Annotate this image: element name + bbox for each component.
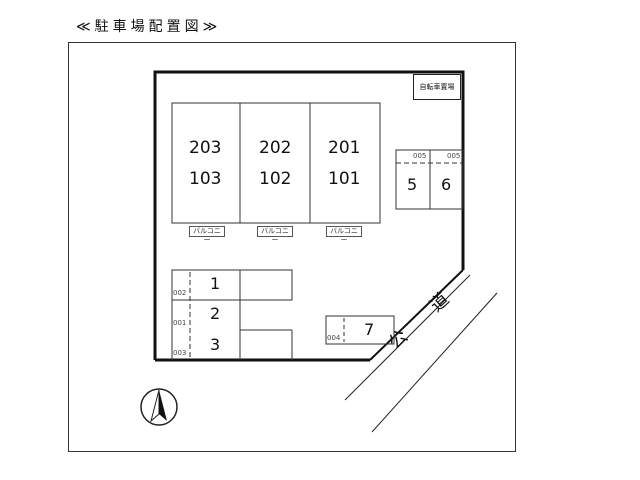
- parking-number: 5: [407, 175, 418, 194]
- unit-upper: 203: [189, 138, 222, 158]
- parking-number: 2: [210, 304, 221, 323]
- balcony-label: バルコニー: [257, 226, 293, 244]
- north-arrow-icon: [140, 388, 178, 426]
- bicycle-parking: 自転車置場: [413, 74, 461, 100]
- parking-code: 001: [173, 319, 187, 327]
- unit-lower: 103: [189, 169, 222, 189]
- page-title: ≪駐車場配置図≫: [76, 19, 222, 35]
- parking-number: 3: [210, 335, 221, 354]
- parking-number: 6: [441, 175, 452, 194]
- parking-code: 003: [173, 349, 187, 357]
- building-outline: [171, 102, 381, 224]
- unit-upper: 201: [328, 138, 361, 158]
- unit-lower: 101: [328, 169, 361, 189]
- property-boundary-diagonal: [369, 269, 464, 361]
- parking-number: 1: [210, 274, 221, 293]
- parking-code: 002: [173, 289, 187, 297]
- parking-space-7: [325, 315, 395, 345]
- unit-lower: 102: [259, 169, 292, 189]
- road-edge: [371, 292, 498, 433]
- balcony-label: バルコニー: [326, 226, 362, 244]
- road-edge: [344, 274, 471, 401]
- parking-number: 7: [364, 320, 375, 339]
- balcony-label: バルコニー: [189, 226, 225, 244]
- parking-code: 005: [447, 152, 461, 160]
- parking-code: 005: [413, 152, 427, 160]
- parking-code: 004: [327, 334, 341, 342]
- unit-upper: 202: [259, 138, 292, 158]
- site-frame: [68, 42, 516, 452]
